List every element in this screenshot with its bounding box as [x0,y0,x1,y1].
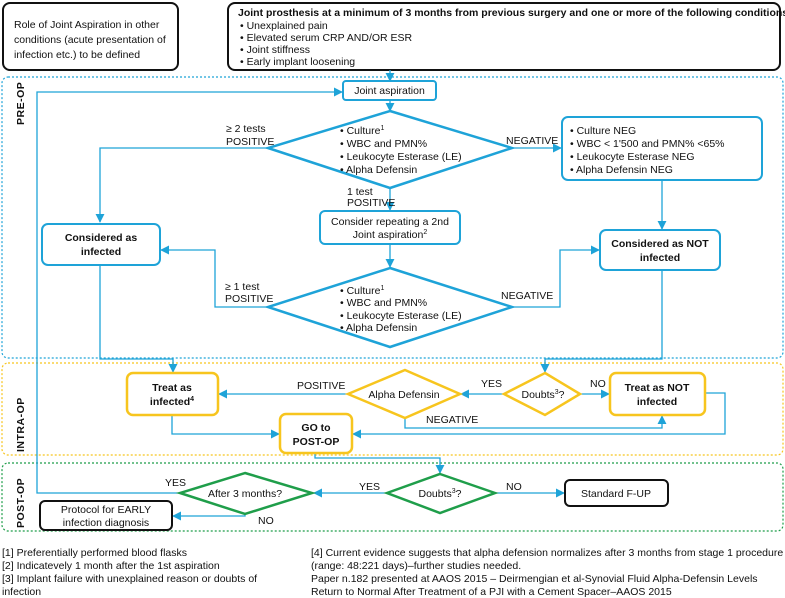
ge-one-positive-label: ≥ 1 test [225,281,259,293]
intra-op-label: INTRA-OP [15,397,27,452]
condition: • Early implant loosening [240,56,355,68]
test-item: • WBC and PMN% [340,138,427,150]
standard-fup-box: Standard F-UP [564,479,669,507]
box-label: POST-OP [293,436,340,448]
pre-op-label: PRE-OP [15,82,27,125]
connectors [36,70,726,521]
joint-aspiration-label: Joint aspiration [354,85,425,97]
no-label: NO [258,515,274,527]
considered-not-infected-box: Considered as NOT infected [599,229,721,271]
side-note-line: Role of Joint Aspiration in other [14,19,160,31]
box-label: infected [81,246,121,258]
ge-one-positive-label: POSITIVE [225,293,273,305]
condition: • Elevated serum CRP AND/OR ESR [240,32,413,44]
side-note-line: conditions (acute presentation of [14,34,166,46]
yes-label: YES [165,477,186,489]
box-label: infected4 [150,396,194,408]
alpha-defensin-decision: Alpha Defensin [344,368,464,420]
test-item: • Leukocyte Esterase (LE) [340,151,462,163]
footnote: [2] Indicatevely 1 month after the 1st a… [2,560,220,572]
treat-not-infected-box: Treat as NOT infected [608,371,707,417]
negative-label: NEGATIVE [506,135,558,147]
test-item: • Alpha Defensin [340,164,417,176]
intra-op-region [1,362,784,456]
doubts-decision-post: Doubts3? [383,472,499,515]
yes-label: YES [359,481,380,493]
footnote: Paper n.182 presented at AAOS 2015 – Dei… [311,573,758,585]
box-label: GO to [301,422,330,434]
test-item: • Alpha Defensin [340,322,417,334]
footnote: (range: 48:221 days)–further studies nee… [311,560,521,572]
footnotes-right: [4] Current evidence suggests that alpha… [311,547,783,598]
positive-label: POSITIVE [297,380,345,392]
post-op-region [1,462,784,532]
neg-result: • Alpha Defensin NEG [570,164,673,176]
test-item: • Culture1 [340,125,384,137]
box-label: Protocol for EARLY [61,504,151,516]
tests-decision-2: • Culture1 • WBC and PMN% • Leukocyte Es… [263,266,517,349]
neg-result: • Culture NEG [570,125,636,137]
entry-criteria-box: Joint prosthesis at a minimum of 3 month… [227,2,785,71]
box-label: Considered as NOT [611,238,709,250]
box-label: Consider repeating a 2nd [331,216,449,228]
neg-result: • Leukocyte Esterase NEG [570,151,694,163]
condition: • Unexplained pain [240,20,328,32]
footnote: Return to Normal After Treatment of a PJ… [311,586,672,598]
side-note-box: Role of Joint Aspiration in other condit… [2,2,179,71]
box-label: Treat as [152,382,192,394]
treat-infected-box: Treat as infected4 [125,371,220,417]
two-positive-label: POSITIVE [226,136,274,148]
after-3-months-decision: After 3 months? [175,471,317,516]
one-positive-label: POSITIVE [347,197,395,209]
side-note-line: infection etc.) to be defined [14,49,140,61]
diamond-label: Doubts3? [418,488,461,500]
box-label: Treat as NOT [625,382,690,394]
test-item: • Culture1 [340,285,384,297]
footnotes-left: [1] Preferentially performed blood flask… [2,547,257,598]
footnote: [1] Preferentially performed blood flask… [2,547,187,559]
diamond-label: Alpha Defensin [368,389,439,401]
two-positive-label: ≥ 2 tests [226,123,266,135]
doubts-decision-intra: Doubts3? [501,371,583,417]
negative-label: NEGATIVE [426,414,478,426]
diamond-label: Doubts3? [521,389,564,401]
box-label: Considered as [65,232,138,244]
footnote: infection [2,586,41,598]
test-item: • WBC and PMN% [340,297,427,309]
negative-results-box: • Culture NEG • WBC < 1'500 and PMN% <65… [561,116,763,181]
tests-decision-1: • Culture1 • WBC and PMN% • Leukocyte Es… [263,109,517,190]
considered-infected-box: Considered as infected [41,223,161,266]
box-label: infected [640,252,680,264]
entry-title: Joint prosthesis at a minimum of 3 month… [238,7,785,19]
test-item: • Leukocyte Esterase (LE) [340,310,462,322]
condition: • Joint stiffness [240,44,310,56]
diamond-label: After 3 months? [208,488,282,500]
post-op-label: POST-OP [15,478,27,528]
one-positive-label: 1 test [347,186,373,198]
no-label: NO [590,378,606,390]
go-post-op-box: GO to POST-OP [278,412,354,455]
box-label: Joint aspiration2 [353,229,428,241]
protocol-early-box: Protocol for EARLY infection diagnosis [39,500,173,531]
neg-result: • WBC < 1'500 and PMN% <65% [570,138,725,150]
no-label: NO [506,481,522,493]
negative-label: NEGATIVE [501,290,553,302]
joint-aspiration-box: Joint aspiration [342,80,437,101]
footnote: [3] Implant failure with unexplained rea… [2,573,257,585]
box-label: infection diagnosis [63,517,149,529]
box-label: infected [637,396,677,408]
repeat-aspiration-box: Consider repeating a 2nd Joint aspiratio… [319,210,461,245]
box-label: Standard F-UP [581,488,651,500]
yes-label: YES [481,378,502,390]
footnote: [4] Current evidence suggests that alpha… [311,547,783,559]
